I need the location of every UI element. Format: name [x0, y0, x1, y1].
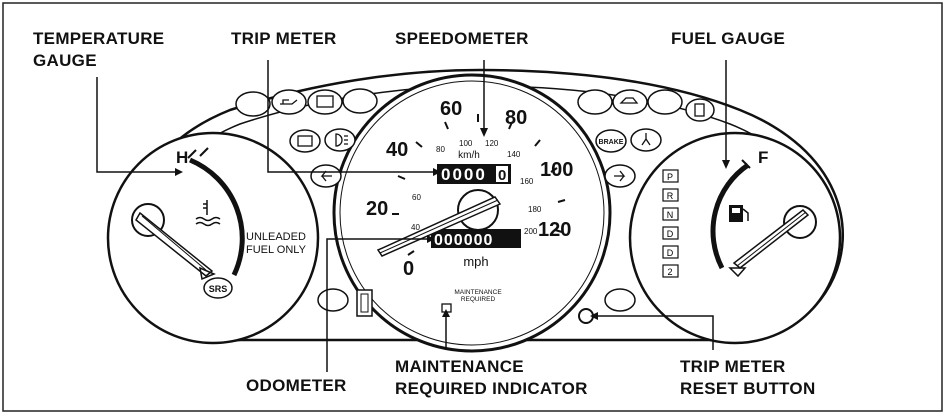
oil-can-glyph: [280, 99, 298, 105]
kmh-180: 180: [528, 205, 542, 214]
mph-0: 0: [403, 258, 414, 280]
fuel-note-line2: FUEL ONLY: [246, 244, 307, 256]
fuel-lamp-glyph: [694, 103, 705, 117]
fuel-pump-icon: [729, 205, 749, 222]
temp-scale-arc: [189, 157, 245, 277]
fuel-note-line1: UNLEADED: [246, 231, 306, 243]
mph-40: 40: [386, 139, 408, 161]
mph-120: 120: [538, 219, 571, 241]
kmh-80: 80: [436, 145, 445, 154]
leader-odometer: [326, 238, 431, 372]
fuel-gauge: F P R N D D 2: [628, 131, 842, 345]
maintenance-text-2: REQUIRED: [461, 296, 496, 303]
oil-pressure-icon: [271, 89, 307, 115]
gear-n: N: [667, 210, 674, 220]
leader-temperature: [96, 77, 175, 173]
gear-d3: D: [667, 248, 674, 258]
right-arrow-glyph: [614, 170, 626, 182]
mph-unit: mph: [463, 254, 488, 269]
callout-temperature-line2: GAUGE: [33, 51, 97, 70]
callout-trip-meter: TRIP METER: [231, 29, 337, 48]
kmh-200: 200: [524, 227, 538, 236]
coolant-icon: [195, 200, 221, 227]
charge-warning-icon: [307, 89, 343, 115]
kmh-140: 140: [507, 150, 521, 159]
mph-20: 20: [366, 198, 388, 220]
callout-speedometer: SPEEDOMETER: [395, 29, 529, 48]
indicator-lamp-blank-1: [235, 91, 271, 117]
srs-indicator: [203, 277, 233, 299]
trip-meter-display: 0000 0: [437, 164, 511, 184]
callout-fuel-gauge: FUEL GAUGE: [671, 29, 785, 48]
lamp-glyphs: [280, 95, 705, 182]
kmh-160: 160: [520, 177, 534, 186]
indicator-lamp-blank-5: [317, 288, 349, 312]
mph-100: 100: [540, 159, 573, 181]
callout-temperature-line1: TEMPERATURE: [33, 29, 164, 48]
fuel-warning-icon: [685, 98, 715, 122]
brake-label: BRAKE: [599, 139, 624, 146]
trip-meter-digits: 0000: [441, 165, 487, 184]
kmh-40: 40: [411, 223, 420, 232]
battery-glyph: [316, 95, 334, 108]
headlight-glyph: [335, 133, 348, 147]
engine-check-icon: [289, 129, 321, 153]
fuel-needle: [732, 205, 817, 269]
fuel-scale-arc: [710, 162, 750, 270]
speedometer: 0 20 40 60 80 100 120 40 60 80 100 120 1…: [332, 73, 612, 353]
gear-2: 2: [667, 267, 672, 277]
seat-belt-glyph: [641, 133, 651, 146]
callout-reset-line2: RESET BUTTON: [680, 379, 816, 398]
leader-lines: [96, 60, 727, 372]
gear-r: R: [667, 191, 674, 201]
trip-meter-tenths: 0: [498, 167, 506, 184]
engine-glyph: [297, 135, 313, 147]
gear-d4: D: [667, 229, 674, 239]
gear-position-indicator: P R N D D 2: [662, 169, 679, 278]
kmh-100: 100: [459, 139, 473, 148]
maintenance-text-1: MAINTENANCE: [454, 289, 502, 296]
indicator-lamp-blank-4: [647, 89, 683, 115]
indicator-lamp-blank-3: [577, 89, 613, 115]
indicator-lamp-blank-6: [604, 288, 636, 312]
car-door-glyph: [619, 97, 639, 104]
speed-scale-ticks: [392, 114, 566, 256]
callout-maintenance-line1: MAINTENANCE: [395, 357, 524, 376]
temp-needle: [131, 203, 214, 277]
leader-reset-button: [594, 315, 714, 350]
mph-60: 60: [440, 98, 462, 120]
callout-maintenance-line2: REQUIRED INDICATOR: [395, 379, 588, 398]
brake-warning-icon: [595, 129, 627, 153]
gear-p: P: [667, 172, 673, 182]
leader-trip-meter: [267, 60, 437, 173]
temp-hot-label: H: [176, 148, 188, 167]
indicator-lamp-blank-2: [342, 88, 378, 114]
low-beam-icon: [324, 128, 356, 152]
mph-80: 80: [505, 107, 527, 129]
arrowheads: [175, 128, 730, 320]
door-open-icon: [612, 89, 648, 115]
odometer-display: 000000: [431, 229, 521, 249]
kmh-unit: km/h: [458, 150, 480, 161]
callout-reset-line1: TRIP METER: [680, 357, 786, 376]
temperature-gauge: H UNLEADED FUEL ONLY SRS: [106, 131, 320, 345]
srs-label: SRS: [209, 284, 228, 294]
kmh-120: 120: [485, 139, 499, 148]
callout-odometer: ODOMETER: [246, 376, 347, 395]
kmh-60: 60: [412, 193, 421, 202]
fuel-full-label: F: [758, 148, 768, 167]
odometer-digits: 000000: [434, 232, 493, 249]
